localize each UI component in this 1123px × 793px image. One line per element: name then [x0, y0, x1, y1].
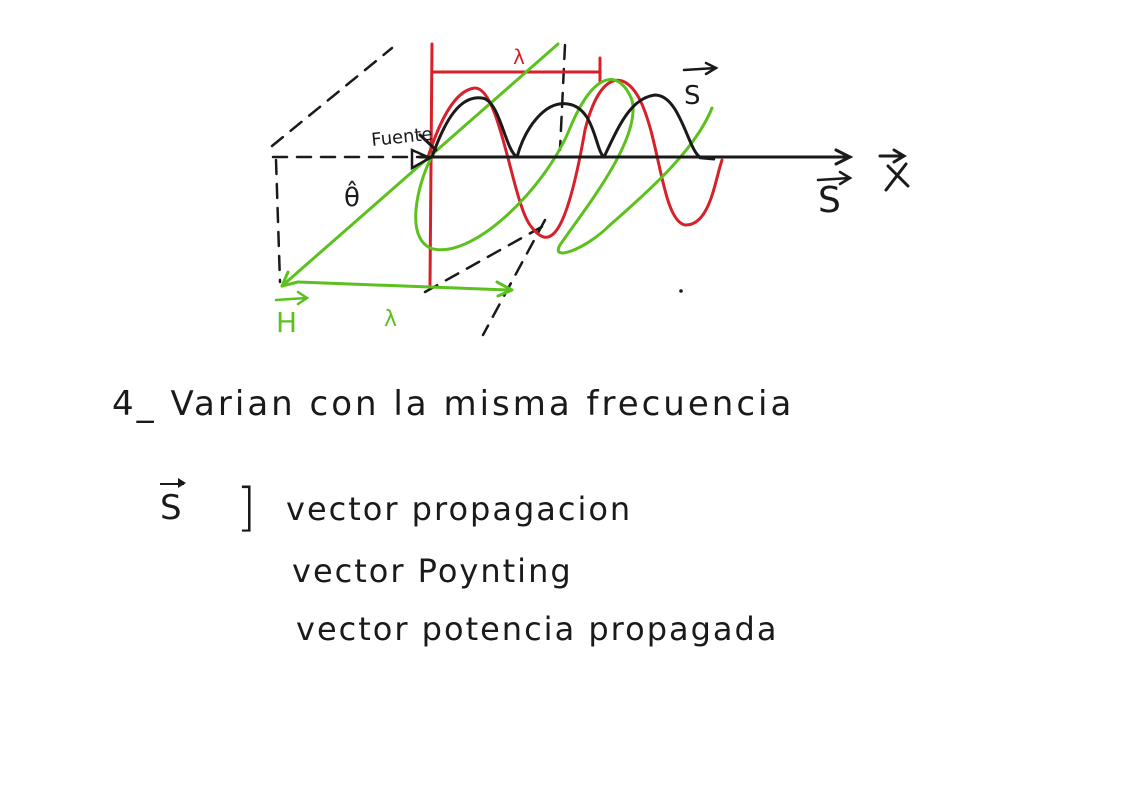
s-magnitude-wave: [418, 93, 702, 159]
dot-mark: [679, 289, 683, 293]
note-s-symbol: S: [160, 478, 186, 528]
dashed-frame: [270, 43, 724, 337]
vector-arrows: [682, 61, 853, 186]
note-definition-1: vector propagacion: [286, 490, 633, 528]
note-bracket: ]: [236, 478, 259, 538]
h-vector-label: H: [276, 306, 297, 339]
lambda-bottom-label: λ: [384, 307, 397, 332]
note-point-4: 4_ Varian con la misma frecuencia: [112, 384, 795, 424]
fuente-marker: [410, 148, 433, 171]
h-field-wave: [280, 42, 714, 298]
note-definition-2: vector Poynting: [292, 552, 573, 590]
h-vector-arrow: [274, 290, 310, 306]
lambda-top-label: λ: [513, 45, 525, 69]
x-axis-letter: [878, 148, 910, 192]
s-vector-symbol: S: [160, 478, 186, 528]
fuente-label: Fuente: [370, 124, 433, 151]
x-axis: [418, 148, 854, 166]
note-definition-3: vector potencia propagada: [296, 610, 779, 648]
s-right-label: S: [818, 180, 841, 221]
s-small-label: S: [684, 81, 701, 111]
e-field-wave: [426, 42, 724, 287]
theta-label: θ̂: [344, 179, 360, 213]
